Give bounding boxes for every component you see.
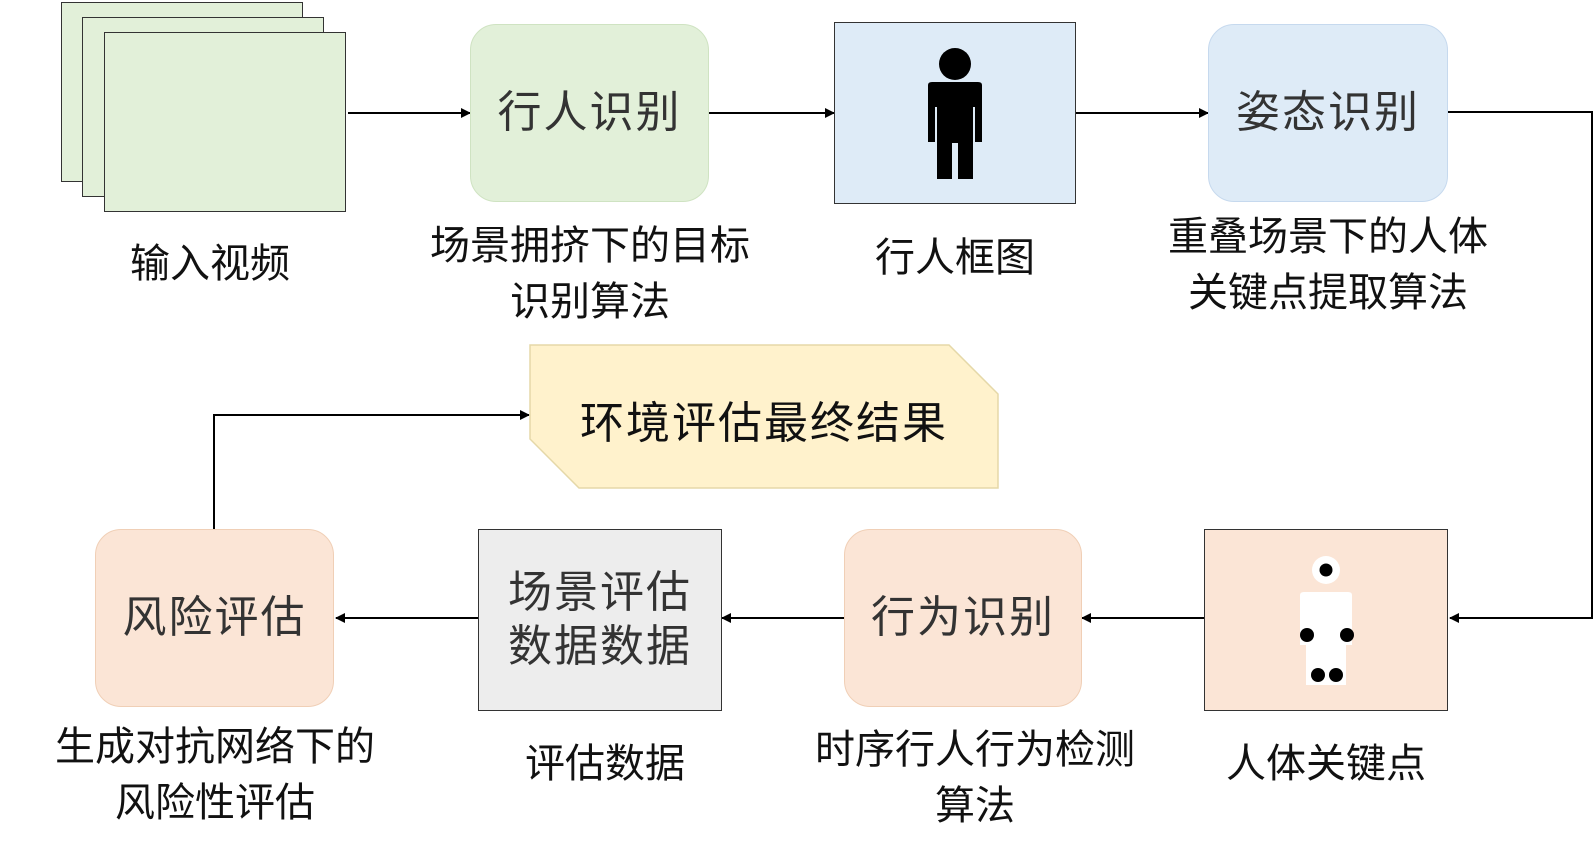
behavior-recognition-caption: 时序行人行为检测 算法: [815, 727, 1135, 829]
risk-assessment-box: 风险评估: [95, 529, 334, 707]
person-silhouette-icon: [928, 48, 982, 179]
scene-data-caption: 评估数据: [525, 741, 685, 787]
arrow-pose-to-keypoints: [1448, 111, 1593, 623]
arrow-risk-to-result: [213, 410, 530, 530]
pedestrian-recognition-box: 行人识别: [470, 24, 709, 202]
behavior-recognition-box: 行为识别: [844, 529, 1082, 707]
pedestrian-box-node: [834, 22, 1076, 204]
keypoints-node: [1204, 529, 1448, 711]
keypoints-caption: 人体关键点: [1226, 741, 1426, 787]
scene-data-box: 场景评估 数据数据: [478, 529, 722, 711]
risk-assessment-caption: 生成对抗网络下的 风险性评估: [55, 724, 375, 826]
pedestrian-recognition-caption: 场景拥挤下的目标 识别算法: [430, 223, 750, 325]
scene-data-title: 场景评估 数据数据: [508, 567, 692, 672]
pose-recognition-caption: 重叠场景下的人体 关键点提取算法: [1168, 214, 1488, 316]
body-keypoints-icon: [1300, 556, 1354, 685]
pedestrian-recognition-title: 行人识别: [497, 87, 682, 138]
final-result-title: 环境评估最终结果: [580, 398, 948, 449]
risk-assessment-title: 风险评估: [122, 592, 307, 643]
pose-recognition-title: 姿态识别: [1236, 87, 1420, 138]
video-frame-front: [104, 32, 346, 212]
behavior-recognition-title: 行为识别: [871, 592, 1055, 643]
input-video-caption: 输入视频: [130, 241, 290, 287]
pose-recognition-box: 姿态识别: [1208, 24, 1448, 202]
final-result-banner: [529, 344, 999, 489]
pedestrian-box-caption: 行人框图: [875, 235, 1035, 281]
